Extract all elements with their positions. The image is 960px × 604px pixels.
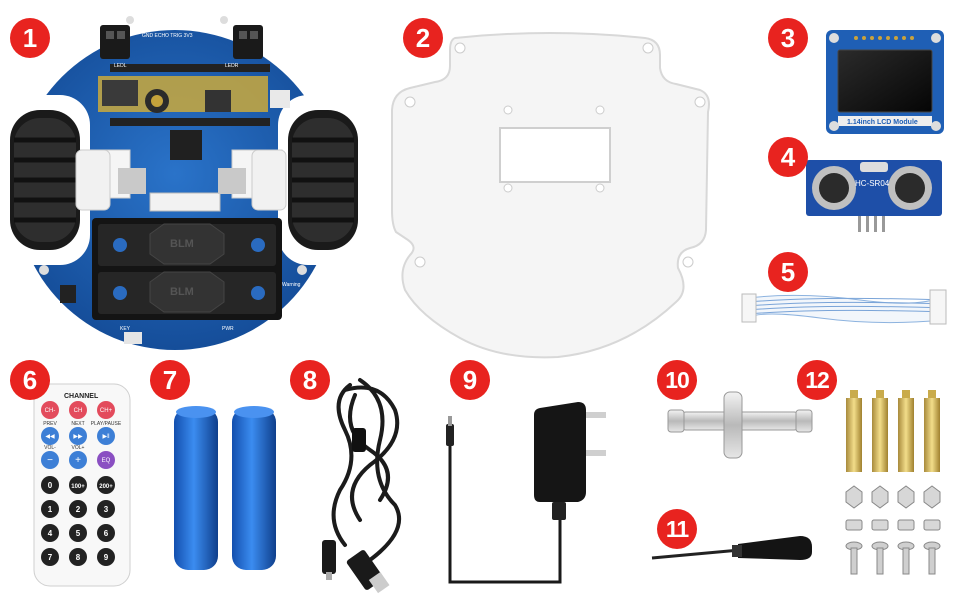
lithium-batteries [174, 406, 276, 570]
svg-text:▶▶: ▶▶ [73, 434, 83, 440]
cross-wrench [667, 391, 813, 459]
svg-text:+: + [75, 455, 81, 466]
standoffs-and-screws [845, 390, 941, 575]
usb-cable [322, 378, 401, 594]
item-badge-9: 9 [450, 360, 490, 400]
item-badge-8: 8 [290, 360, 330, 400]
remote-key-0: 0 [48, 481, 53, 490]
item-badge-2: 2 [403, 18, 443, 58]
right-wheel [288, 110, 358, 250]
left-wheel [10, 110, 80, 250]
ir-remote: CHANNEL CH- CH CH+ ◀◀ ▶▶ ▶‖ − + EQ PREV … [33, 383, 131, 587]
power-adapter [446, 402, 606, 584]
board-label-ledl: LEDL [114, 63, 127, 69]
board-label-pwr: PWR [222, 326, 234, 332]
svg-text:◀◀: ◀◀ [45, 434, 55, 440]
item-badge-3: 3 [768, 18, 808, 58]
remote-prev: PREV [43, 421, 57, 427]
remote-key-9: 9 [104, 553, 109, 562]
remote-key-2: 2 [76, 505, 81, 514]
remote-ch-minus: CH- [45, 408, 56, 414]
item-badge-7: 7 [150, 360, 190, 400]
item-badge-6: 6 [10, 360, 50, 400]
item-badge-11: 11 [657, 509, 697, 549]
remote-key-100: 100+ [71, 484, 85, 490]
item-badge-12: 12 [797, 360, 837, 400]
board-label-ledr: LEDR [225, 63, 239, 69]
remote-channel-label: CHANNEL [64, 393, 99, 400]
remote-next: NEXT [71, 421, 84, 427]
remote-play: PLAY/PAUSE [91, 421, 122, 427]
item-badge-4: 4 [768, 137, 808, 177]
sensor-label: HC-SR04 [855, 179, 890, 188]
robot-chassis: LEDL LEDR GND ECHO TRIG 3V3 BLM BLM Warn… [2, 16, 363, 350]
remote-key-200: 200+ [99, 484, 113, 490]
battery-holder-logo-2: BLM [170, 286, 194, 298]
svg-text:▶‖: ▶‖ [102, 434, 109, 440]
remote-vol-minus: VOL- [44, 445, 56, 451]
remote-key-3: 3 [104, 505, 109, 514]
remote-key-7: 7 [48, 553, 53, 562]
acrylic-cover-plate [391, 32, 710, 359]
board-label-key: KEY [120, 326, 131, 332]
remote-key-8: 8 [76, 553, 81, 562]
lcd-module: 1.14inch LCD Module [826, 30, 944, 134]
remote-key-5: 5 [76, 529, 81, 538]
board-label-pins: GND ECHO TRIG 3V3 [142, 33, 193, 39]
remote-ch-plus: CH+ [100, 408, 113, 414]
remote-eq: EQ [102, 458, 111, 464]
remote-key-6: 6 [104, 529, 109, 538]
remote-ch: CH [74, 408, 83, 414]
battery-holder-logo: BLM [170, 238, 194, 250]
ribbon-cable [741, 289, 947, 325]
ultrasonic-sensor: HC-SR04 [806, 160, 942, 232]
item-badge-1: 1 [10, 18, 50, 58]
remote-key-1: 1 [48, 505, 53, 514]
lcd-module-label: 1.14inch LCD Module [847, 119, 918, 126]
remote-vol-plus: VOL+ [72, 445, 85, 451]
board-label-warning: Warning [282, 282, 301, 288]
remote-key-4: 4 [48, 529, 53, 538]
screwdriver [651, 536, 812, 560]
svg-text:−: − [47, 455, 53, 466]
item-badge-5: 5 [768, 252, 808, 292]
item-badge-10: 10 [657, 360, 697, 400]
